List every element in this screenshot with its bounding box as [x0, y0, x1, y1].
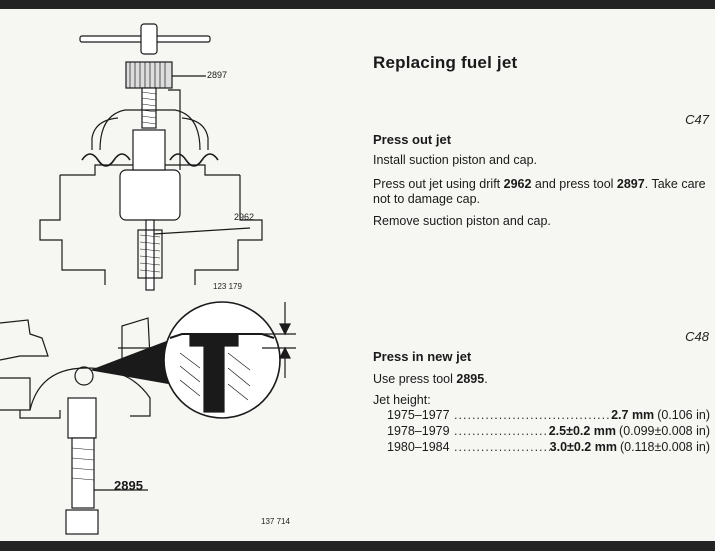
callout-press-tool: 2897: [207, 70, 228, 80]
section-heading-press-out: Press out jet: [373, 132, 452, 147]
step-press-out: Press out jet using drift 2962 and press…: [373, 177, 711, 207]
jet-height-row: 1975–1977 ..............................…: [387, 408, 710, 423]
height-mm: 2.7 mm: [611, 408, 655, 422]
callout-drift: 2962: [234, 212, 255, 222]
step-remove-piston: Remove suction piston and cap.: [373, 214, 551, 228]
step-text: . Take care not to damage cap.: [373, 177, 706, 206]
height-inch: (0.099±0.008 in): [619, 424, 710, 438]
step-text: .: [484, 372, 488, 386]
step-text: Press out jet using drift: [373, 177, 504, 191]
procedure-code-c48: C48: [685, 329, 709, 344]
callout-press-tool-bottom: 2895: [114, 478, 143, 493]
figure-press-in-jet: 2895: [0, 298, 310, 540]
height-inch: (0.106 in): [657, 408, 710, 422]
step-text: and press tool: [531, 177, 617, 191]
top-rule: [0, 0, 715, 9]
leader-dots: ........................................…: [454, 440, 550, 454]
leader-dots: ........................................…: [454, 408, 611, 422]
years: 1978–1979: [387, 424, 450, 438]
leader-dots: ........................................…: [454, 424, 549, 438]
height-mm: 3.0±0.2 mm: [549, 440, 617, 454]
jet-height-row: 1980–1984 ..............................…: [387, 440, 710, 455]
tool-number: 2895: [456, 372, 485, 386]
procedure-code-c47: C47: [685, 112, 709, 127]
step-text: Use press tool: [373, 372, 457, 386]
years: 1980–1984: [387, 440, 450, 454]
figure-number-top: 123 179: [213, 282, 242, 291]
step-install-piston: Install suction piston and cap.: [373, 153, 537, 167]
height-inch: (0.118±0.008 in): [619, 440, 710, 454]
bottom-rule: [0, 541, 715, 551]
height-mm: 2.5±0.2 mm: [548, 424, 617, 438]
step-use-tool: Use press tool 2895.: [373, 372, 711, 387]
section-heading-press-in: Press in new jet: [373, 349, 472, 364]
carburetor-press-out-illustration: [39, 23, 263, 291]
jet-height-label: Jet height:: [373, 393, 431, 407]
carburetor-press-in-illustration: [0, 301, 296, 535]
drift-number: 2962: [503, 177, 532, 191]
jet-height-row: 1978–1979 ..............................…: [387, 424, 710, 439]
years: 1975–1977: [387, 408, 450, 422]
page-title: Replacing fuel jet: [373, 53, 518, 72]
figure-number-bottom: 137 714: [261, 517, 290, 526]
figure-press-out-jet: 2897 2962: [0, 10, 330, 300]
tool-number: 2897: [616, 177, 645, 191]
